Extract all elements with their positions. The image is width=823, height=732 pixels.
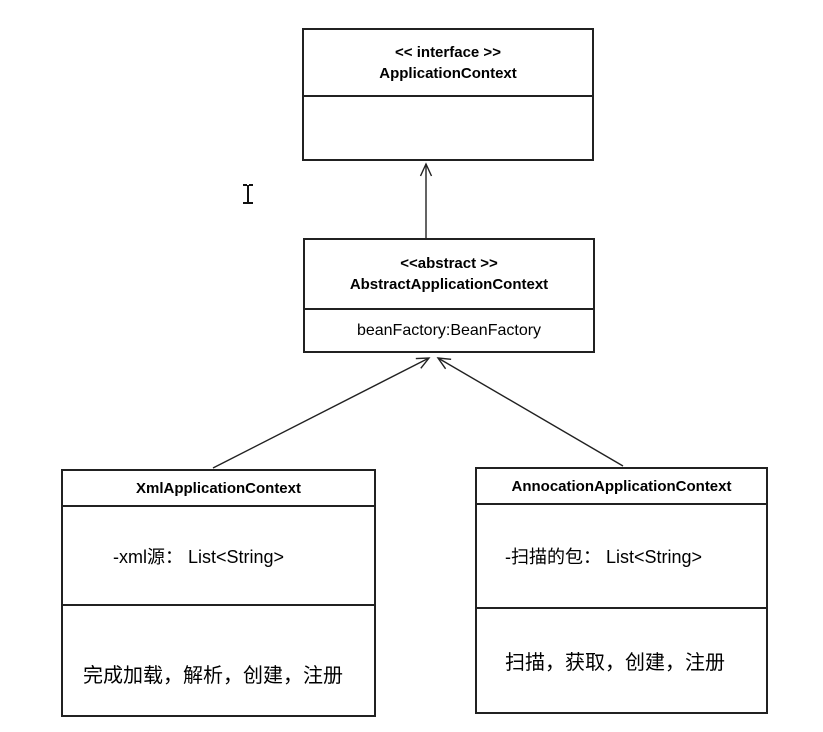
- inheritance-arrow-annotation-to-abstract[interactable]: [436, 357, 624, 467]
- attribute-row: beanFactory:BeanFactory: [356, 321, 542, 339]
- class-box-xmlapplicationcontext[interactable]: XmlApplicationContext -xml源： List<String…: [61, 469, 376, 717]
- class-header-annocationapplicationcontext: AnnocationApplicationContext: [477, 469, 766, 505]
- method-row: 完成加载，解析，创建，注册: [83, 665, 343, 687]
- class-box-applicationcontext[interactable]: << interface >> ApplicationContext: [302, 28, 594, 161]
- class-name-label: XmlApplicationContext: [135, 479, 301, 497]
- class-header-xmlapplicationcontext: XmlApplicationContext: [63, 471, 374, 507]
- class-box-annocationapplicationcontext[interactable]: AnnocationApplicationContext -扫描的包： List…: [475, 467, 768, 714]
- class-name-label: AnnocationApplicationContext: [511, 477, 732, 495]
- stereotype-label: << interface >>: [395, 43, 501, 61]
- class-header-applicationcontext: << interface >> ApplicationContext: [304, 30, 592, 97]
- attribute-row: -扫描的包： List<String>: [477, 505, 766, 609]
- inheritance-arrow-xml-to-abstract[interactable]: [212, 357, 431, 469]
- stereotype-label: <<abstract >>: [400, 255, 498, 272]
- class-name-label: AbstractApplicationContext: [349, 276, 549, 293]
- class-name-label: ApplicationContext: [379, 64, 517, 82]
- method-row: 扫描，获取，创建，注册: [505, 652, 725, 674]
- class-header-abstractapplicationcontext: <<abstract >> AbstractApplicationContext: [305, 240, 593, 310]
- class-body-empty: [304, 97, 592, 159]
- attribute-row: -xml源： List<String>: [63, 507, 374, 606]
- class-box-abstractapplicationcontext[interactable]: <<abstract >> AbstractApplicationContext…: [303, 238, 595, 353]
- text-ibeam-cursor-icon: [243, 184, 253, 204]
